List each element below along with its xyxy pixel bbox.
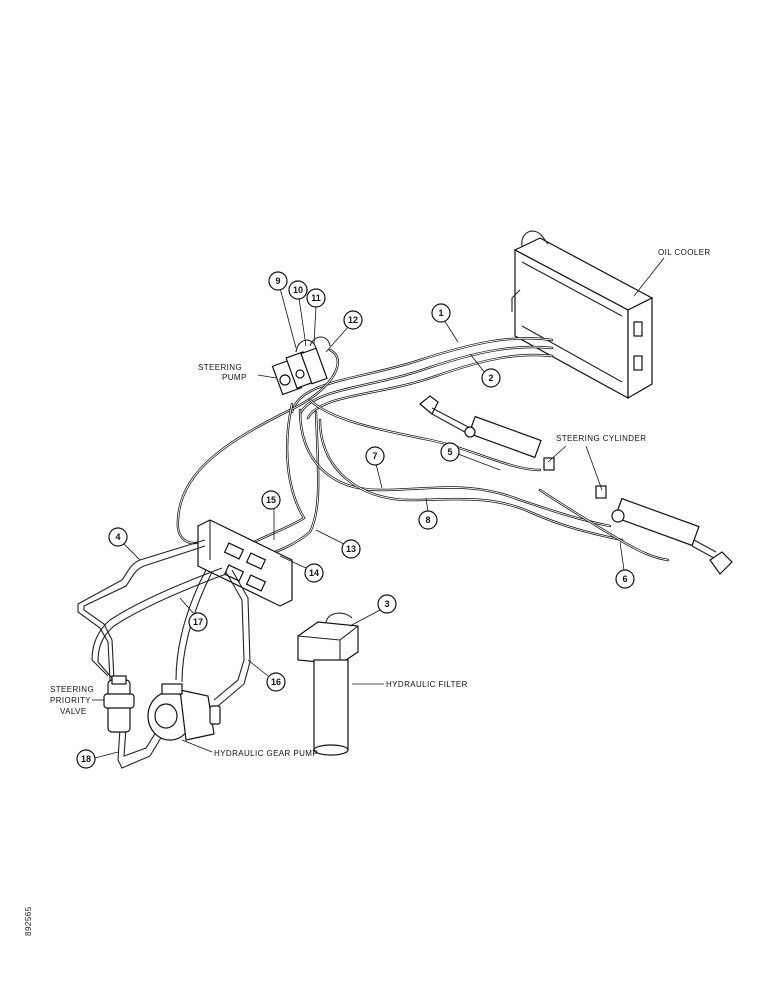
- label-priority-valve: VALVE: [60, 707, 87, 716]
- callout-15-text: 15: [266, 495, 276, 505]
- oil-cooler: [511, 230, 665, 400]
- callout-4: [108, 527, 128, 547]
- callout-16-text: 16: [271, 677, 281, 687]
- callout-14-text: 14: [309, 568, 319, 578]
- label-gear-pump: HYDRAULIC GEAR PUMP: [214, 749, 318, 758]
- callout-17-text: 17: [193, 617, 203, 627]
- callout-8: [418, 510, 438, 530]
- callout-16: [266, 672, 286, 692]
- callout-6-text: 6: [622, 574, 627, 584]
- callout-18-text: 18: [81, 754, 91, 764]
- callout-18: [76, 749, 96, 769]
- callout-12: [343, 310, 363, 330]
- hose-bundle: [176, 337, 670, 562]
- label-oil-cooler: OIL COOLER: [658, 248, 711, 257]
- callout-10: [288, 280, 308, 300]
- valve-manifold: [197, 519, 293, 607]
- callout-8-text: 8: [425, 515, 430, 525]
- callout-11-text: 11: [311, 293, 321, 303]
- label-steering-cylinder: STEERING CYLINDER: [556, 434, 646, 443]
- callout-7: [365, 446, 385, 466]
- callout-13-text: 13: [346, 544, 356, 554]
- steering-cylinder-front: [419, 395, 567, 471]
- callout-17: [188, 612, 208, 632]
- callout-12-text: 12: [348, 315, 358, 325]
- hydraulic-gear-pump: [147, 683, 221, 753]
- steering-cylinder-rear: [585, 445, 733, 575]
- hydraulic-filter: [297, 612, 384, 756]
- label-priority-valve: PRIORITY: [50, 696, 91, 705]
- steering-priority-valve: [92, 675, 135, 733]
- callout-14: [304, 563, 324, 583]
- callout-5: [440, 442, 460, 462]
- label-hydraulic-filter: HYDRAULIC FILTER: [386, 680, 468, 689]
- callout-6: [615, 569, 635, 589]
- callout-3: [377, 594, 397, 614]
- callout-5-text: 5: [447, 447, 452, 457]
- callout-10-text: 10: [293, 285, 303, 295]
- component-labels: OIL COOLER STEERING PUMP STEERING CYLIND…: [50, 248, 711, 758]
- label-steering-pump: PUMP: [222, 373, 247, 382]
- callout-7-text: 7: [372, 451, 377, 461]
- callout-9: [268, 271, 288, 291]
- callout-1: [431, 303, 451, 323]
- callout-4-text: 4: [115, 532, 120, 542]
- sheet-code: 892565: [24, 906, 33, 936]
- callout-1-text: 1: [438, 308, 443, 318]
- callout-13: [341, 539, 361, 559]
- callout-2: [481, 368, 501, 388]
- callout-2-text: 2: [488, 373, 493, 383]
- callout-9-text: 9: [275, 276, 280, 286]
- label-priority-valve: STEERING: [50, 685, 94, 694]
- steering-pump: [257, 336, 331, 396]
- callout-11: [306, 288, 326, 308]
- label-steering-pump: STEERING: [198, 363, 242, 372]
- callout-15: [261, 490, 281, 510]
- callouts: 1 2 3 4 5 6 7 8 9 10: [76, 271, 635, 769]
- callout-3-text: 3: [384, 599, 389, 609]
